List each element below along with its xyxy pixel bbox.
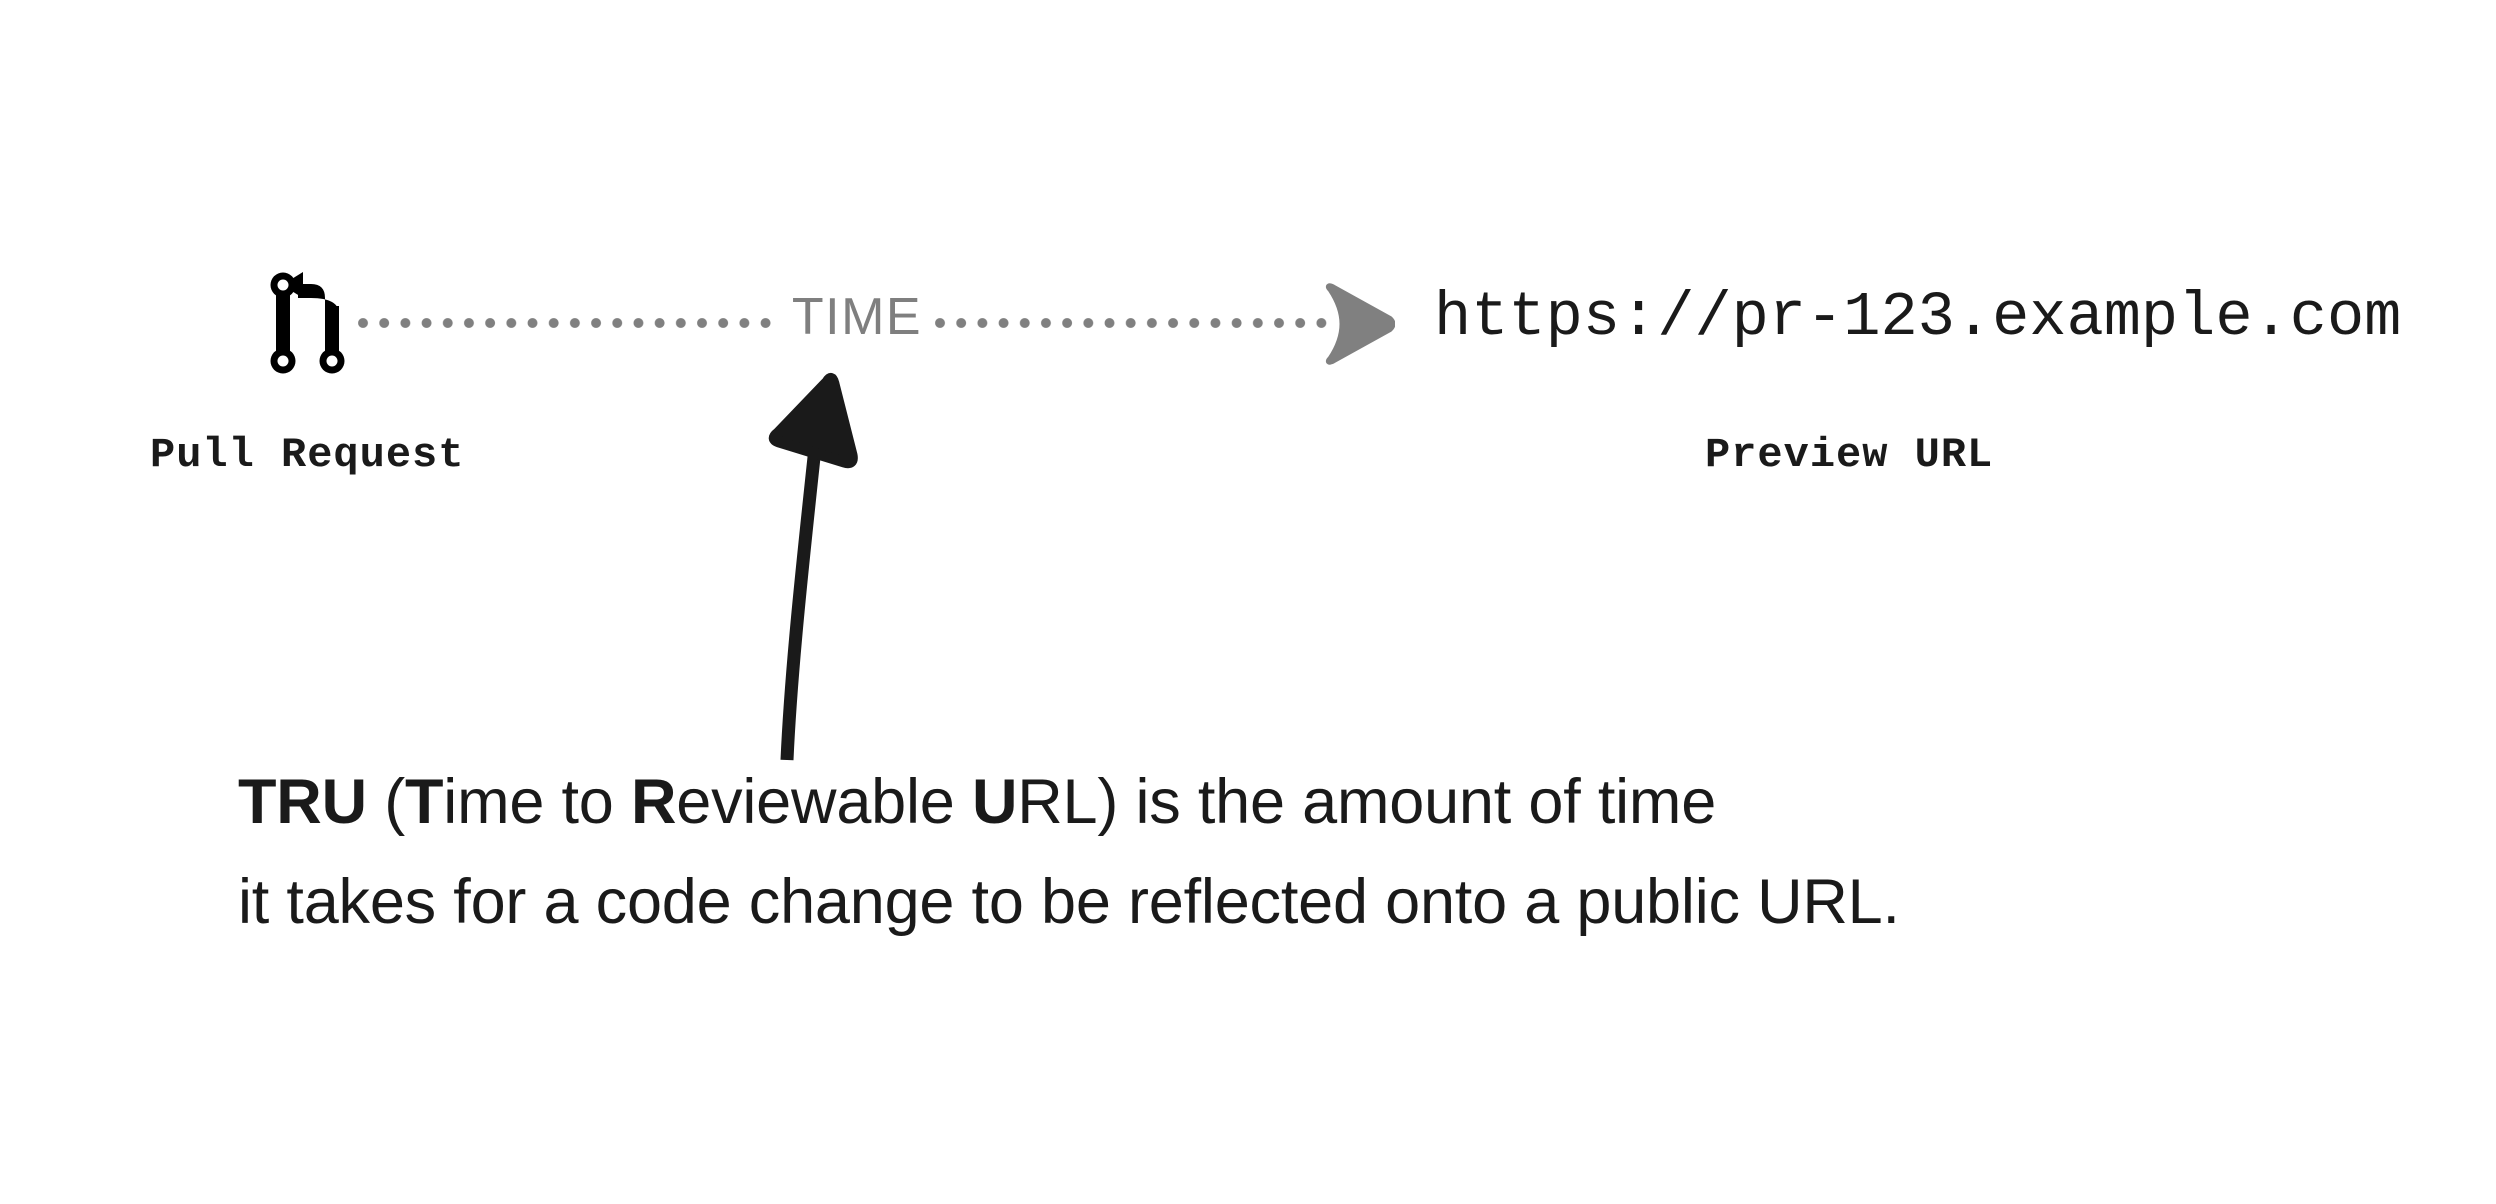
time-label: TIME: [791, 288, 923, 346]
triangle-right-icon: [1323, 283, 1395, 365]
preview-url-label: Preview URL: [1705, 431, 1994, 479]
curved-up-arrow-icon: [735, 370, 925, 770]
pull-request-label: Pull Request: [150, 431, 465, 479]
caption-line-1: TRU (Time to Reviewable URL) is the amou…: [238, 767, 1717, 837]
preview-url-value: https://pr-123.example.com: [1434, 282, 2402, 353]
git-pull-request-icon: [262, 268, 358, 380]
connector-dots-right: [935, 318, 1337, 330]
connector-dots-left: [358, 318, 778, 330]
tru-caption: TRU (Time to Reviewable URL) is the amou…: [238, 752, 2238, 952]
caption-line-2: it takes for a code change to be reflect…: [238, 867, 1900, 937]
